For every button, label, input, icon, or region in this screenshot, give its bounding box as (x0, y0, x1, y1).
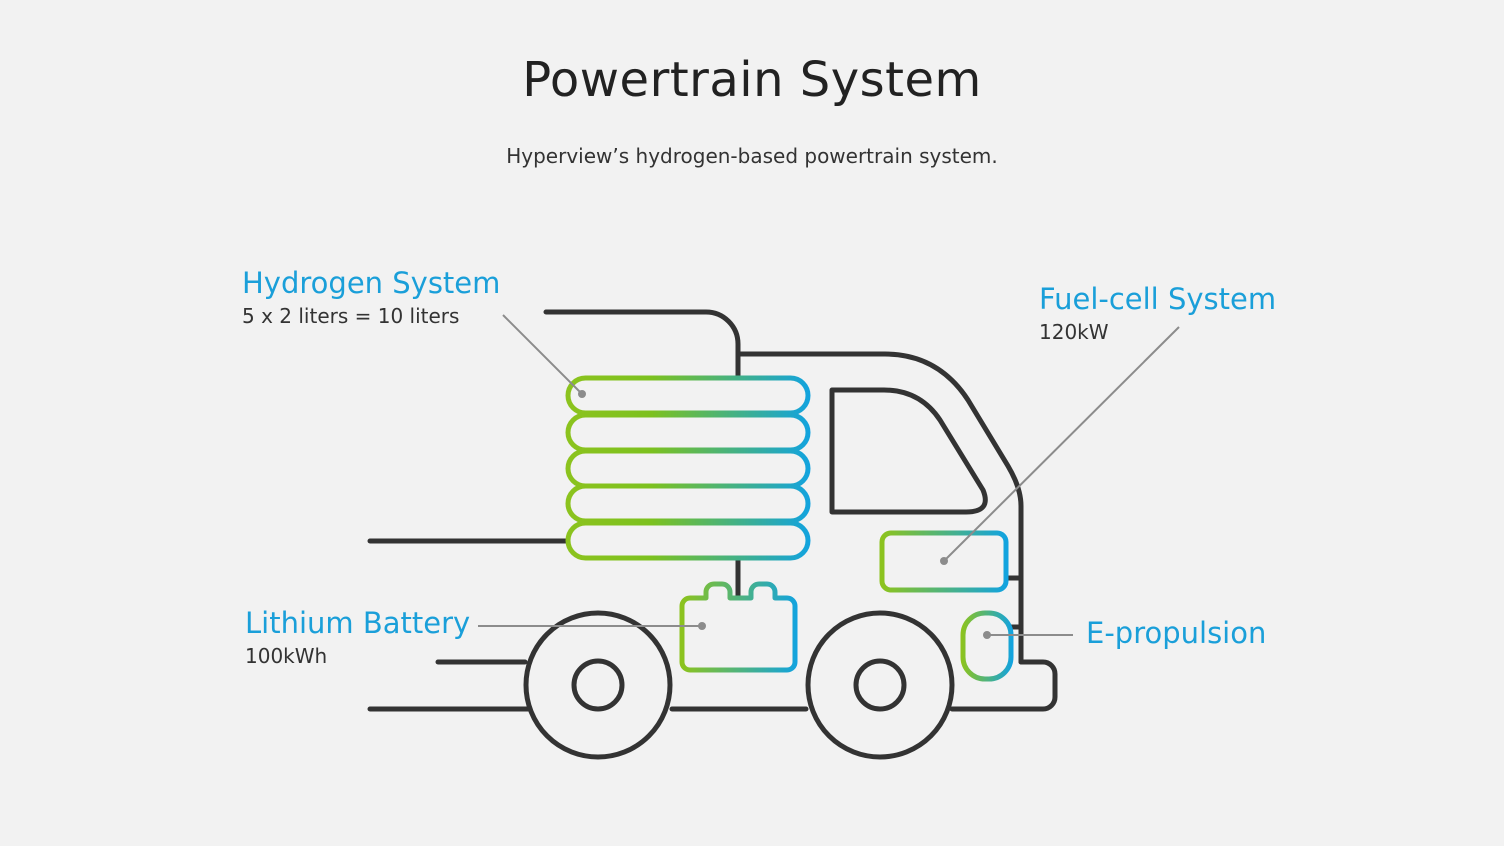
hydrogen-tank (565, 375, 811, 416)
leader-lines (478, 314, 1180, 639)
hydrogen-tanks-icon (565, 375, 811, 561)
callout-battery: Lithium Battery 100kWh (245, 606, 470, 668)
front-bumper (949, 659, 1058, 712)
hydrogen-tank (565, 412, 811, 453)
hydrogen-tank (565, 520, 811, 561)
fuel-cell-label: Fuel-cell System (1039, 282, 1277, 316)
fuel-cell-value: 120kW (1039, 320, 1109, 344)
fuel-cell-leader-line (943, 326, 1180, 562)
truck-outline (367, 309, 1058, 760)
battery-label: Lithium Battery (245, 606, 471, 640)
callout-propulsion: E-propulsion (1086, 616, 1266, 650)
hydrogen-value: 5 x 2 liters = 10 liters (242, 304, 460, 328)
propulsion-label: E-propulsion (1086, 616, 1267, 650)
fuel-cell-leader-dot (940, 557, 948, 565)
battery-value: 100kWh (245, 644, 328, 668)
roof-line (543, 309, 741, 563)
battery-icon (679, 581, 798, 673)
cab-outline (735, 351, 1024, 665)
front-wheel (805, 610, 955, 760)
callout-hydrogen: Hydrogen System 5 x 2 liters = 10 liters (242, 266, 500, 328)
motor-capsule-icon (960, 610, 1014, 682)
hydrogen-leader-dot (578, 390, 586, 398)
hydrogen-label: Hydrogen System (242, 266, 501, 300)
battery-leader-dot (698, 622, 706, 630)
hydrogen-tank (565, 483, 811, 524)
hydrogen-leader-line (502, 314, 583, 395)
hydrogen-tank (565, 448, 811, 489)
cab-window (829, 387, 988, 515)
page-subtitle: Hyperview’s hydrogen-based powertrain sy… (506, 144, 998, 168)
propulsion-leader-dot (983, 631, 991, 639)
rear-wheel (523, 610, 673, 760)
page-title: Powertrain System (522, 52, 982, 108)
callout-fuel-cell: Fuel-cell System 120kW (1039, 282, 1276, 344)
